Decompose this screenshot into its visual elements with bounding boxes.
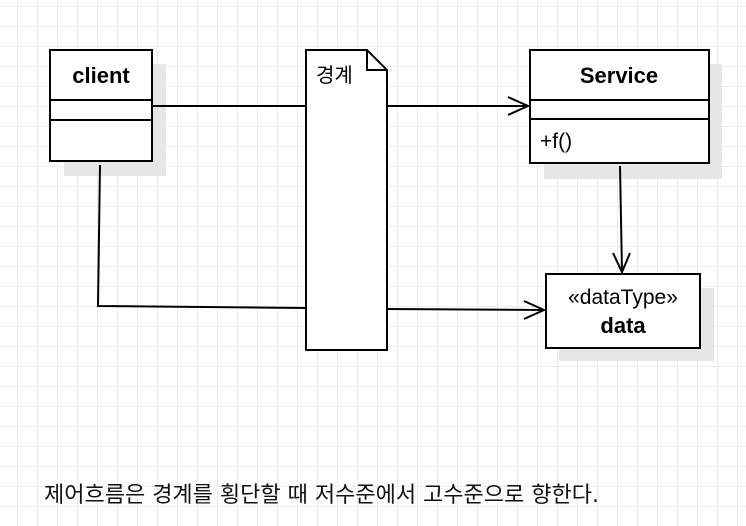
- data-stereotype: «dataType»: [568, 286, 678, 309]
- service-to-data-line: [619, 165, 623, 273]
- service-arrowhead: [507, 96, 531, 116]
- service-operation: +f(): [540, 130, 572, 153]
- service-class[interactable]: Service +f(): [529, 49, 710, 164]
- data-class-name: data: [600, 313, 646, 338]
- data-arrowhead: [523, 300, 547, 320]
- note-folded-corner: [366, 50, 387, 71]
- boundary-to-data-line: [386, 308, 545, 311]
- client-class-name: client: [72, 63, 130, 88]
- data-class[interactable]: «dataType» data: [545, 273, 701, 349]
- note-shape: [305, 49, 388, 351]
- boundary-note-label: 경계: [316, 63, 353, 87]
- boundary-note[interactable]: 경계: [305, 49, 388, 351]
- client-to-boundary-lower-line: [96, 164, 307, 309]
- connectors: [96, 96, 631, 320]
- client-class[interactable]: client: [49, 49, 153, 162]
- data-class-box: [545, 273, 701, 349]
- service-class-box: [529, 49, 710, 164]
- service-class-name: Service: [580, 63, 658, 88]
- diagram-caption: 제어흐름은 경계를 횡단할 때 저수준에서 고수준으로 향한다.: [44, 483, 599, 508]
- service-to-data-arrowhead: [612, 252, 631, 275]
